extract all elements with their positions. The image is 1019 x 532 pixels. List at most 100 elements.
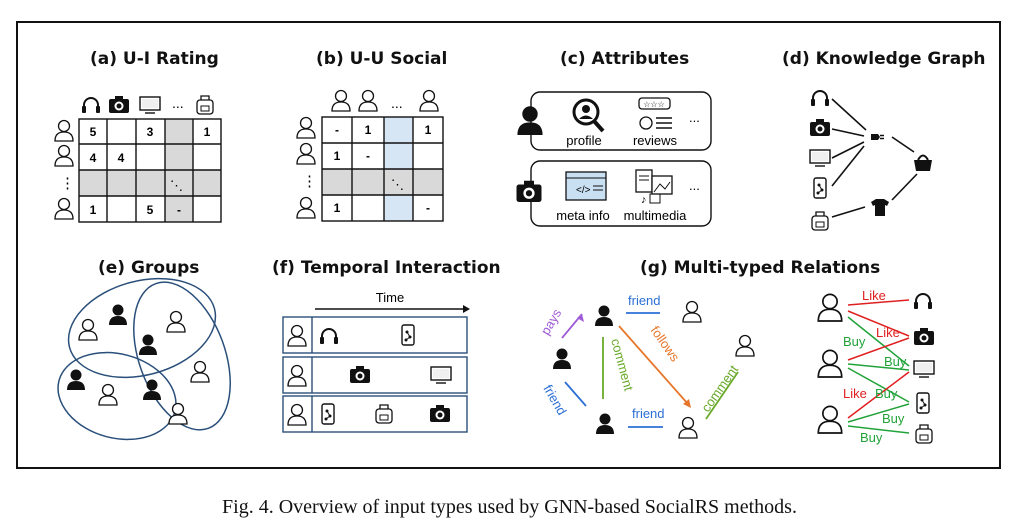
ui-cell: 3 [147, 125, 154, 139]
user-icon [735, 334, 755, 357]
like-label: Like [876, 325, 900, 340]
camera-icon [914, 328, 934, 345]
multimedia-label: multimedia [624, 208, 688, 223]
panel-b-title: (b) U-U Social [316, 49, 448, 69]
user-icon [296, 142, 316, 165]
like-label: Like [843, 386, 867, 401]
profile-search-icon [572, 98, 605, 133]
camera-icon [810, 119, 830, 136]
user-icon [331, 89, 351, 112]
panel-g-title: (g) Multi-typed Relations [640, 258, 881, 278]
user-icon [166, 310, 186, 333]
uu-column-users [331, 89, 439, 112]
ui-cell: 5 [90, 125, 97, 139]
user-icon [817, 405, 843, 434]
phone-icon [401, 324, 415, 346]
panel-f-title: (f) Temporal Interaction [272, 258, 501, 278]
panel-a-title: (a) U-I Rating [90, 49, 219, 69]
ui-rating-row-users [54, 119, 74, 220]
svg-text:♪: ♪ [641, 194, 647, 206]
uu-cell: 1 [425, 123, 432, 137]
code-window-icon: </> [565, 171, 607, 201]
uu-cell: - [366, 149, 370, 163]
knowledge-graph [809, 90, 933, 231]
ui-cell: 4 [90, 151, 97, 165]
buy-label: Buy [884, 354, 907, 369]
buy-label: Buy [860, 430, 883, 445]
panel-c-title: (c) Attributes [560, 49, 690, 69]
group-ellipse [57, 351, 177, 441]
svg-text:</>: </> [576, 185, 591, 196]
time-axis-label: Time [376, 290, 404, 305]
pays-label: pays [538, 306, 565, 338]
user-icon [67, 369, 85, 390]
monitor-icon [913, 360, 935, 378]
multi-relation-user-item: Like Like Buy Buy Like Buy Buy Buy [817, 288, 935, 445]
user-icon [296, 196, 316, 219]
item-attributes-box: </> meta info ♪ multimedia ... [516, 160, 712, 227]
panel-e-title: (e) Groups [98, 258, 200, 278]
follows-label: follows [648, 323, 683, 365]
groups-diagram [57, 277, 231, 441]
electronics-plug-icon [870, 133, 885, 141]
group-ellipse [67, 277, 217, 379]
backpack-icon [811, 211, 829, 231]
ui-rating-column-icons [81, 95, 214, 115]
user-icon [54, 197, 74, 220]
comment-label: comment [698, 362, 741, 415]
ui-vdots: ⋮ [60, 175, 75, 192]
user-icon [296, 116, 316, 139]
uu-ellipsis: ... [391, 95, 403, 111]
uu-cell: 1 [334, 201, 341, 215]
handbag-icon [913, 154, 933, 172]
svg-text:☆☆☆: ☆☆☆ [643, 100, 665, 109]
user-attributes-box: profile ☆☆☆ reviews ... [517, 91, 712, 151]
figure-frame [16, 21, 1001, 469]
headphone-icon [810, 90, 830, 107]
user-icon [98, 383, 118, 406]
headphone-icon [913, 293, 933, 310]
user-icon [817, 349, 843, 378]
phone-icon [321, 403, 335, 425]
monitor-icon [809, 149, 831, 167]
meta-info-label: meta info [556, 208, 609, 223]
friend-label: friend [540, 382, 569, 418]
friend-label: friend [628, 293, 661, 308]
monitor-icon [139, 96, 161, 114]
ui-cell: - [177, 203, 181, 217]
user-attr-ellipsis: ... [689, 110, 700, 125]
backpack-icon [196, 95, 214, 115]
item-attr-ellipsis: ... [689, 178, 700, 193]
headphone-icon [81, 97, 101, 114]
ui-rating-matrix: 5 3 1 4 4 1 5 - ⋱ [78, 118, 222, 223]
panel-d-title: (d) Knowledge Graph [782, 49, 986, 69]
temporal-interaction: Time [282, 290, 470, 433]
user-icon [168, 402, 188, 425]
phone-icon [916, 392, 930, 414]
uu-social-matrix: - 1 1 1 - 1 - ⋱ [321, 116, 444, 222]
backpack-icon [915, 424, 933, 444]
uu-ddots: ⋱ [391, 177, 404, 192]
user-icon [190, 360, 210, 383]
reviews-label: reviews [633, 133, 678, 148]
user-icon [109, 304, 127, 325]
profile-label: profile [566, 133, 601, 148]
ui-cell: 5 [147, 203, 154, 217]
user-icon [682, 300, 702, 323]
camera-icon [109, 96, 129, 113]
phone-icon [813, 177, 827, 199]
buy-label: Buy [875, 386, 898, 401]
user-icon [678, 416, 698, 439]
group-ellipse [133, 281, 231, 431]
monitor-icon [430, 366, 452, 384]
ui-cell: 1 [204, 125, 211, 139]
uu-cell: - [335, 123, 339, 137]
user-icon [419, 89, 439, 112]
ui-cell: 1 [90, 203, 97, 217]
reviews-icon: ☆☆☆ [638, 97, 672, 130]
uu-row-users [296, 116, 316, 219]
user-icon [54, 144, 74, 167]
uu-cell: 1 [334, 149, 341, 163]
user-icon [78, 318, 98, 341]
